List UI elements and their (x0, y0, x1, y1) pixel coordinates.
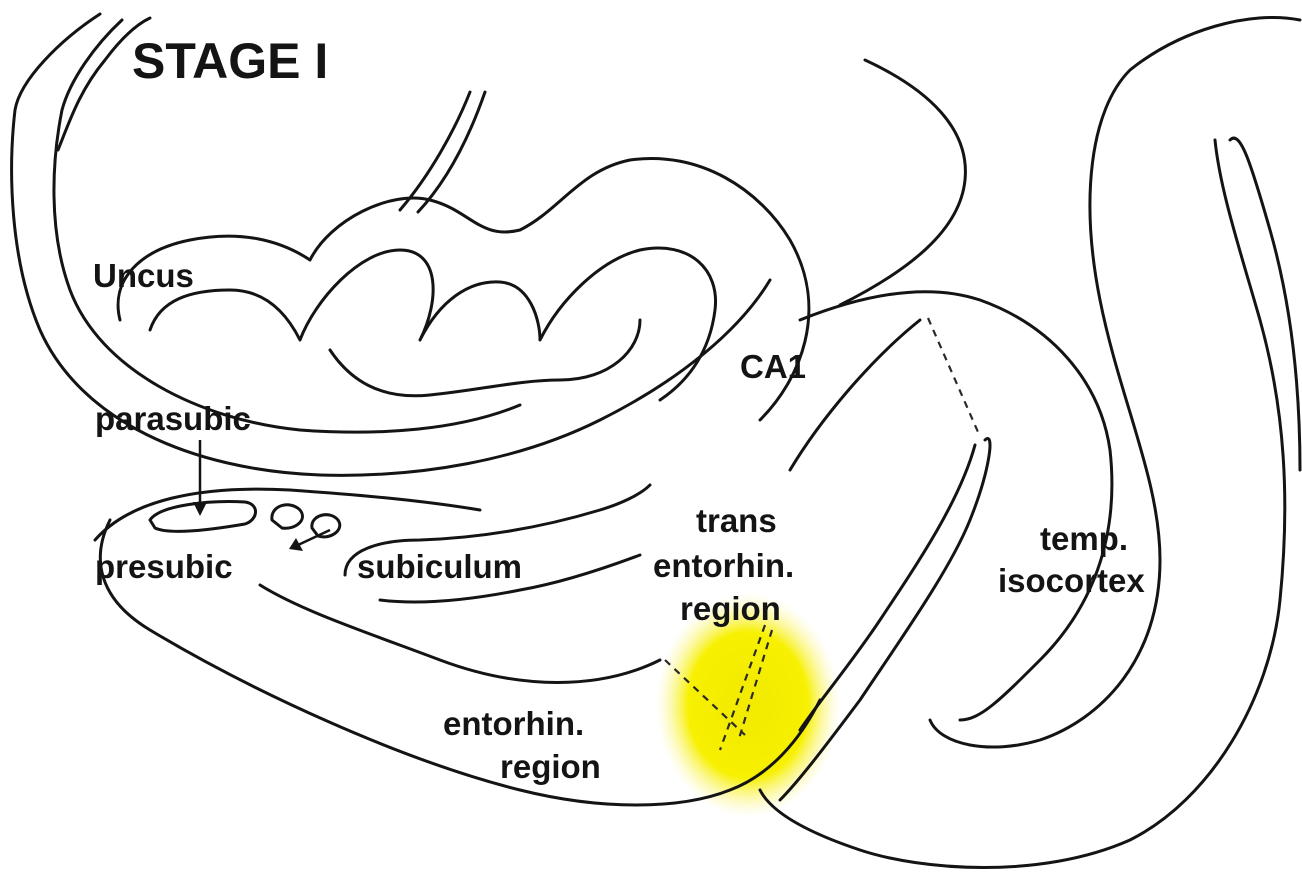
right-outer-fold-2 (1230, 138, 1300, 470)
upper-right-curve (840, 60, 965, 305)
dashed-boundary-upper (928, 318, 978, 432)
fissure-line-2 (418, 92, 485, 212)
subiculum-floor (95, 489, 480, 540)
small-islet-2 (312, 515, 340, 537)
stage-title: STAGE I (132, 33, 328, 89)
trans-label-line3: region (680, 590, 781, 627)
right-outer-fold (930, 17, 1300, 747)
trans-label-line2: entorhin. (653, 547, 794, 584)
isocortex-gyrus-outer (800, 292, 1112, 720)
temp-label-line1: temp. (1040, 520, 1128, 557)
entorhin-label-line1: entorhin. (443, 705, 584, 742)
right-outer-fold-3 (760, 140, 1285, 868)
trans-ridge-left (790, 320, 920, 470)
temp-label-line2: isocortex (998, 562, 1145, 599)
ca-loop (330, 320, 640, 396)
trans-label-line1: trans (696, 502, 777, 539)
small-islet-1 (272, 505, 303, 528)
dentate-fold-inner (150, 248, 716, 400)
entorhin-label-line2: region (500, 748, 601, 785)
ca1-label: CA1 (740, 348, 806, 385)
parasubic-arrowhead (193, 502, 207, 516)
presubic-label: presubic (95, 548, 233, 585)
uncus-label: Uncus (93, 257, 194, 294)
parasubic-label: parasubic (95, 400, 251, 437)
subiculum-label: subiculum (357, 548, 522, 585)
